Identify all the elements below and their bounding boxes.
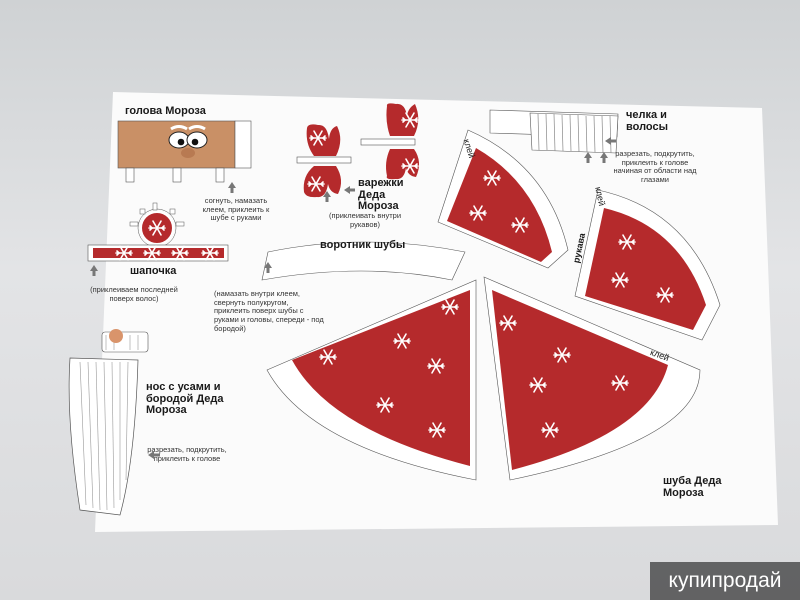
watermark-logo: купипродай — [650, 562, 800, 600]
head-piece — [117, 120, 252, 183]
head-title: голова Мороза — [125, 105, 206, 117]
beard-piece — [68, 329, 149, 516]
bangs-piece — [489, 109, 619, 154]
beard-note: разрезать, подкрутить, приклеить к голов… — [147, 445, 227, 463]
beard-title: нос с усами и бородой Деда Мороза — [146, 381, 224, 417]
mittens-title: варежки Деда Мороза — [358, 177, 404, 213]
collar-piece — [261, 241, 466, 281]
hat-note: (приклеиваем последней поверх волос) — [90, 285, 178, 303]
mittens-note: (приклеивать внутри рукавов) — [328, 211, 402, 229]
hat-piece — [87, 202, 229, 262]
bangs-title: челка и волосы — [626, 109, 668, 133]
coat-piece-left — [266, 279, 477, 481]
sleeve-piece-2 — [574, 189, 721, 341]
sleeve-piece-1 — [437, 129, 569, 269]
bangs-note: разрезать, подкрутить, приклеить к голов… — [613, 149, 697, 184]
collar-title: воротник шубы — [320, 239, 406, 251]
coat-piece-right — [483, 276, 701, 481]
mittens-piece — [296, 103, 420, 198]
hat-title: шапочка — [130, 265, 177, 277]
coat-title: шуба Деда Мороза — [663, 475, 722, 499]
arrow-icons — [90, 137, 616, 459]
collar-note: (намазать внутри клеем, свернуть полукру… — [214, 289, 324, 333]
head-note: согнуть, намазать клеем, приклеить к шуб… — [202, 196, 270, 223]
